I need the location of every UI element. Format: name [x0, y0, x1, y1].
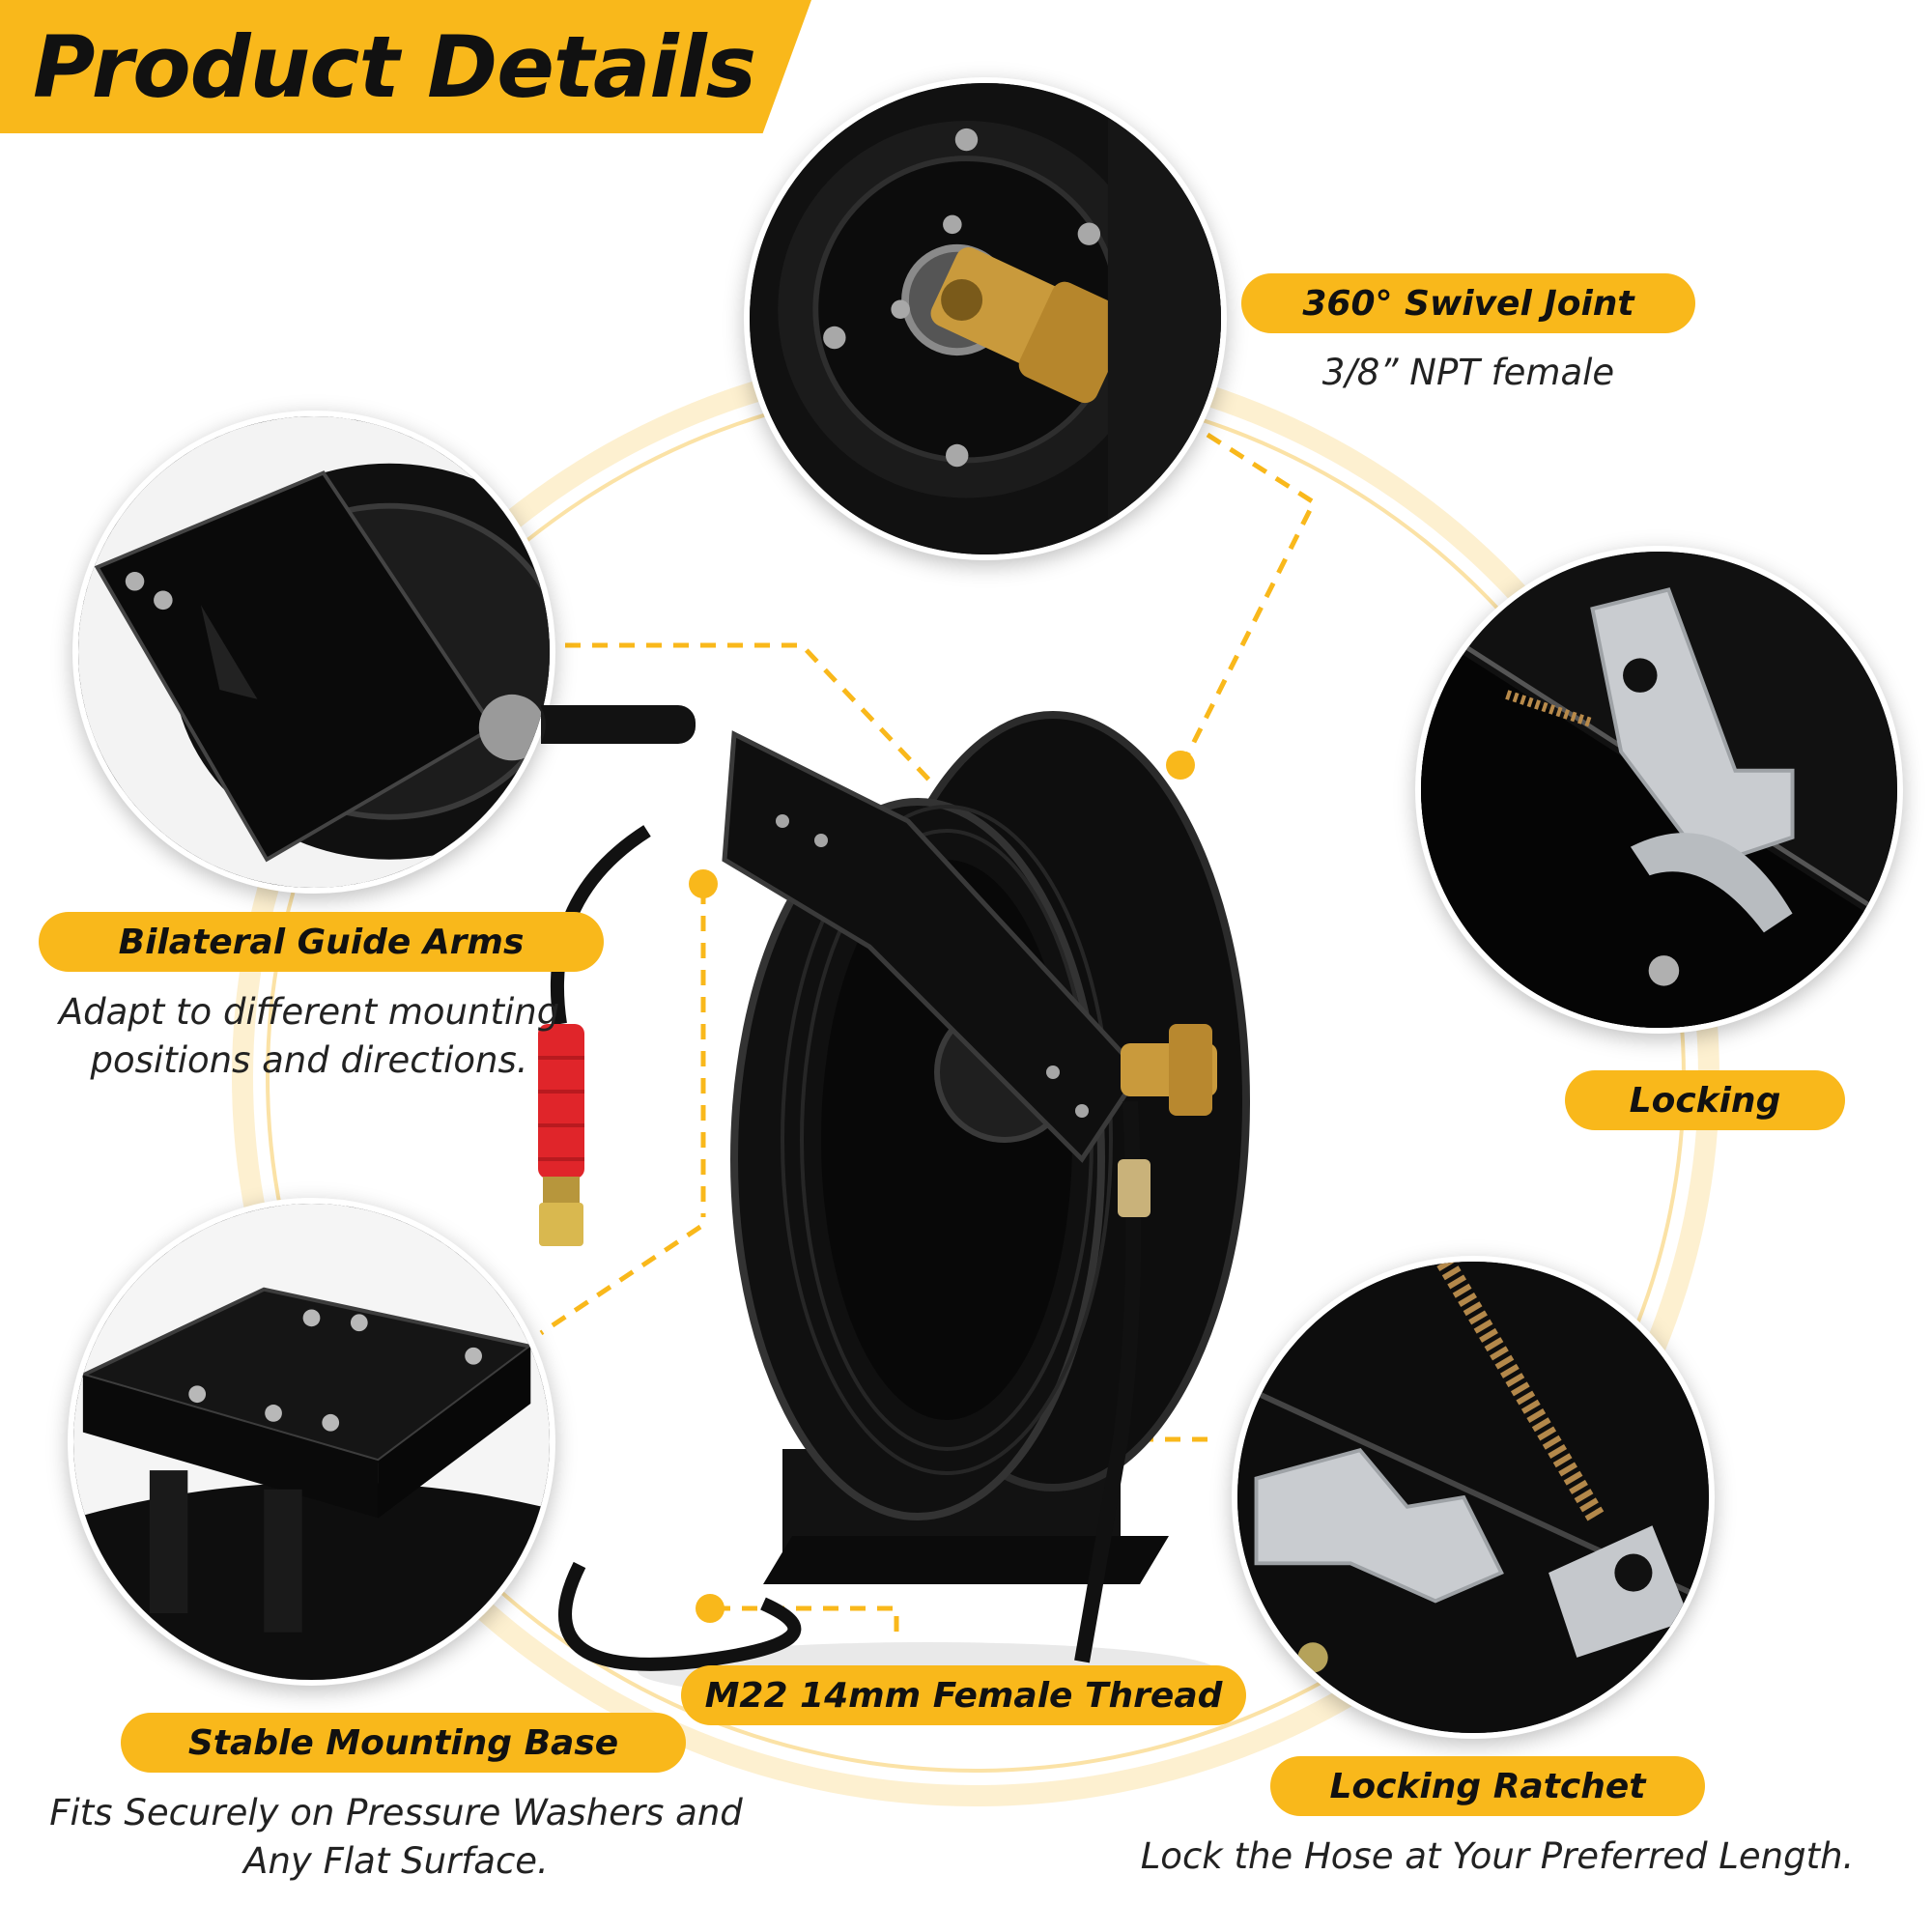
- locking-ratchet-desc: Lock the Hose at Your Preferred Length.: [1140, 1835, 1855, 1877]
- guide-arms-desc-line2: positions and directions.: [90, 1039, 528, 1081]
- locking-ratchet-label-text: Locking Ratchet: [1329, 1766, 1646, 1806]
- page-title: Product Details: [33, 17, 756, 117]
- locking-label-text: Locking: [1629, 1080, 1781, 1121]
- swivel-joint-desc: 3/8” NPT female: [1321, 352, 1615, 393]
- hose-reel-product-image: [541, 618, 1314, 1719]
- guide-arms-detail-image: [72, 411, 555, 894]
- thread-label: M22 14mm Female Thread: [681, 1665, 1246, 1725]
- mounting-base-desc-line1: Fits Securely on Pressure Washers and: [49, 1792, 743, 1833]
- thread-label-text: M22 14mm Female Thread: [704, 1675, 1223, 1716]
- mounting-base-desc-line2: Any Flat Surface.: [243, 1840, 549, 1882]
- locking-detail-image: [1415, 546, 1903, 1034]
- guide-arms-desc-line1: Adapt to different mounting: [58, 991, 560, 1033]
- mounting-base-label-text: Stable Mounting Base: [187, 1722, 619, 1763]
- guide-arms-label-text: Bilateral Guide Arms: [118, 922, 525, 962]
- mounting-base-label: Stable Mounting Base: [121, 1713, 686, 1773]
- locking-label: Locking: [1565, 1070, 1845, 1130]
- locking-ratchet-label: Locking Ratchet: [1270, 1756, 1705, 1816]
- locking-ratchet-detail-image: [1232, 1256, 1715, 1739]
- mounting-base-detail-image: [68, 1198, 555, 1686]
- swivel-joint-detail-image: [744, 77, 1227, 560]
- swivel-joint-label: 360° Swivel Joint: [1241, 273, 1695, 333]
- title-banner: Product Details: [0, 0, 811, 133]
- guide-arms-label: Bilateral Guide Arms: [39, 912, 604, 972]
- swivel-joint-label-text: 360° Swivel Joint: [1302, 283, 1634, 324]
